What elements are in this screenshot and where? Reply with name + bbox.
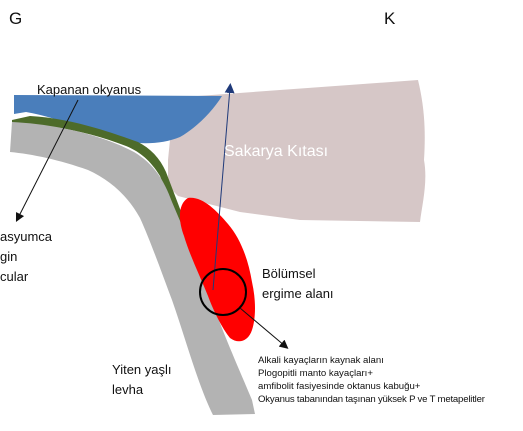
partial-melt-label-2: ergime alanı	[262, 286, 334, 301]
left-cut-label-2: gin	[0, 249, 17, 264]
left-cut-label-3: cular	[0, 269, 28, 284]
annotation-line-1: Alkali kayaçların kaynak alanı	[258, 355, 384, 368]
west-label: G	[9, 9, 22, 29]
annotation-line-4: Okyanus tabanından taşınan yüksek P ve T…	[258, 394, 485, 407]
left-cut-label-1: asyumca	[0, 229, 52, 244]
partial-melt-label-1: Bölümsel	[262, 266, 315, 281]
slab-label-2: levha	[112, 382, 143, 397]
annotation-line-3: amfibolit fasiyesinde oktanus kabuğu+	[258, 381, 420, 394]
annotation-line-2: Plogopitli manto kayaçları+	[258, 368, 373, 381]
closing-ocean-label: Kapanan okyanus	[37, 82, 141, 97]
continent-label: Sakarya Kıtası	[224, 143, 328, 161]
east-label: K	[384, 9, 395, 29]
slab-label-1: Yiten yaşlı	[112, 362, 172, 377]
